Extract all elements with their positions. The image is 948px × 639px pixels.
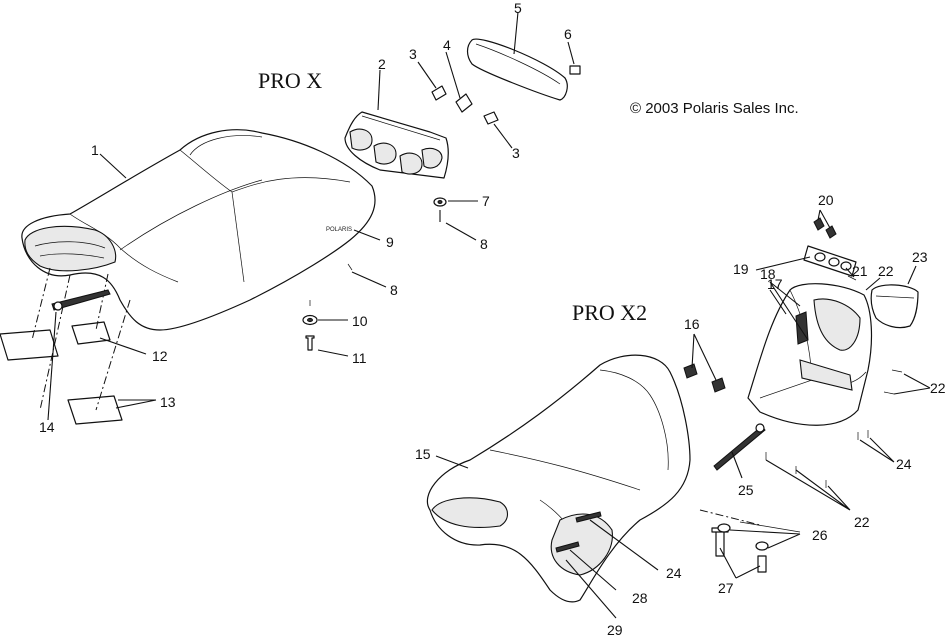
callout-6: 6	[564, 26, 572, 42]
storage-bin-prox2	[683, 217, 919, 471]
callout-2: 2	[378, 56, 386, 72]
callout-3b: 3	[512, 145, 520, 161]
callout-1: 1	[91, 142, 99, 158]
copyright-text: © 2003 Polaris Sales Inc.	[630, 100, 799, 117]
callout-8a: 8	[480, 236, 488, 252]
callout-3a: 3	[409, 46, 417, 62]
callout-5: 5	[514, 0, 522, 16]
callout-16: 16	[684, 316, 700, 332]
callout-24a: 24	[896, 456, 912, 472]
callout-22a: 22	[878, 263, 894, 279]
callout-8b: 8	[390, 282, 398, 298]
callout-12: 12	[152, 348, 168, 364]
decal-parts-prox	[0, 267, 131, 425]
callout-15: 15	[415, 446, 431, 462]
callout-18: 18	[760, 266, 776, 282]
callout-17: 17	[767, 276, 783, 292]
callout-24b: 24	[666, 565, 682, 581]
tool-kit-prox	[51, 289, 111, 311]
callout-11: 11	[352, 350, 367, 366]
callout-13: 13	[160, 394, 176, 410]
svg-text:POLARIS: POLARIS	[326, 227, 352, 233]
callout-28: 28	[632, 590, 648, 606]
callout-29: 29	[607, 622, 623, 638]
seat-prox: POLARIS	[21, 129, 376, 331]
callout-7: 7	[482, 193, 490, 209]
hardware-prox	[302, 38, 581, 351]
callout-14: 14	[39, 419, 55, 435]
callout-26: 26	[812, 527, 828, 543]
callout-25: 25	[738, 482, 754, 498]
title-prox: PRO X	[258, 68, 323, 93]
callout-4: 4	[443, 37, 451, 53]
callout-27: 27	[718, 580, 734, 596]
storage-tray-prox	[344, 111, 449, 179]
callout-20: 20	[818, 192, 834, 208]
callout-23: 23	[912, 249, 928, 265]
callout-9: 9	[386, 234, 394, 250]
callout-22b: 22	[930, 380, 946, 396]
callout-10: 10	[352, 313, 368, 329]
leader-lines	[47, 11, 931, 619]
callout-22c: 22	[854, 514, 870, 530]
fasteners-prox2	[699, 275, 903, 573]
title-prox2: PRO X2	[572, 300, 648, 325]
callout-19: 19	[733, 261, 749, 277]
callout-21: 21	[852, 263, 868, 279]
